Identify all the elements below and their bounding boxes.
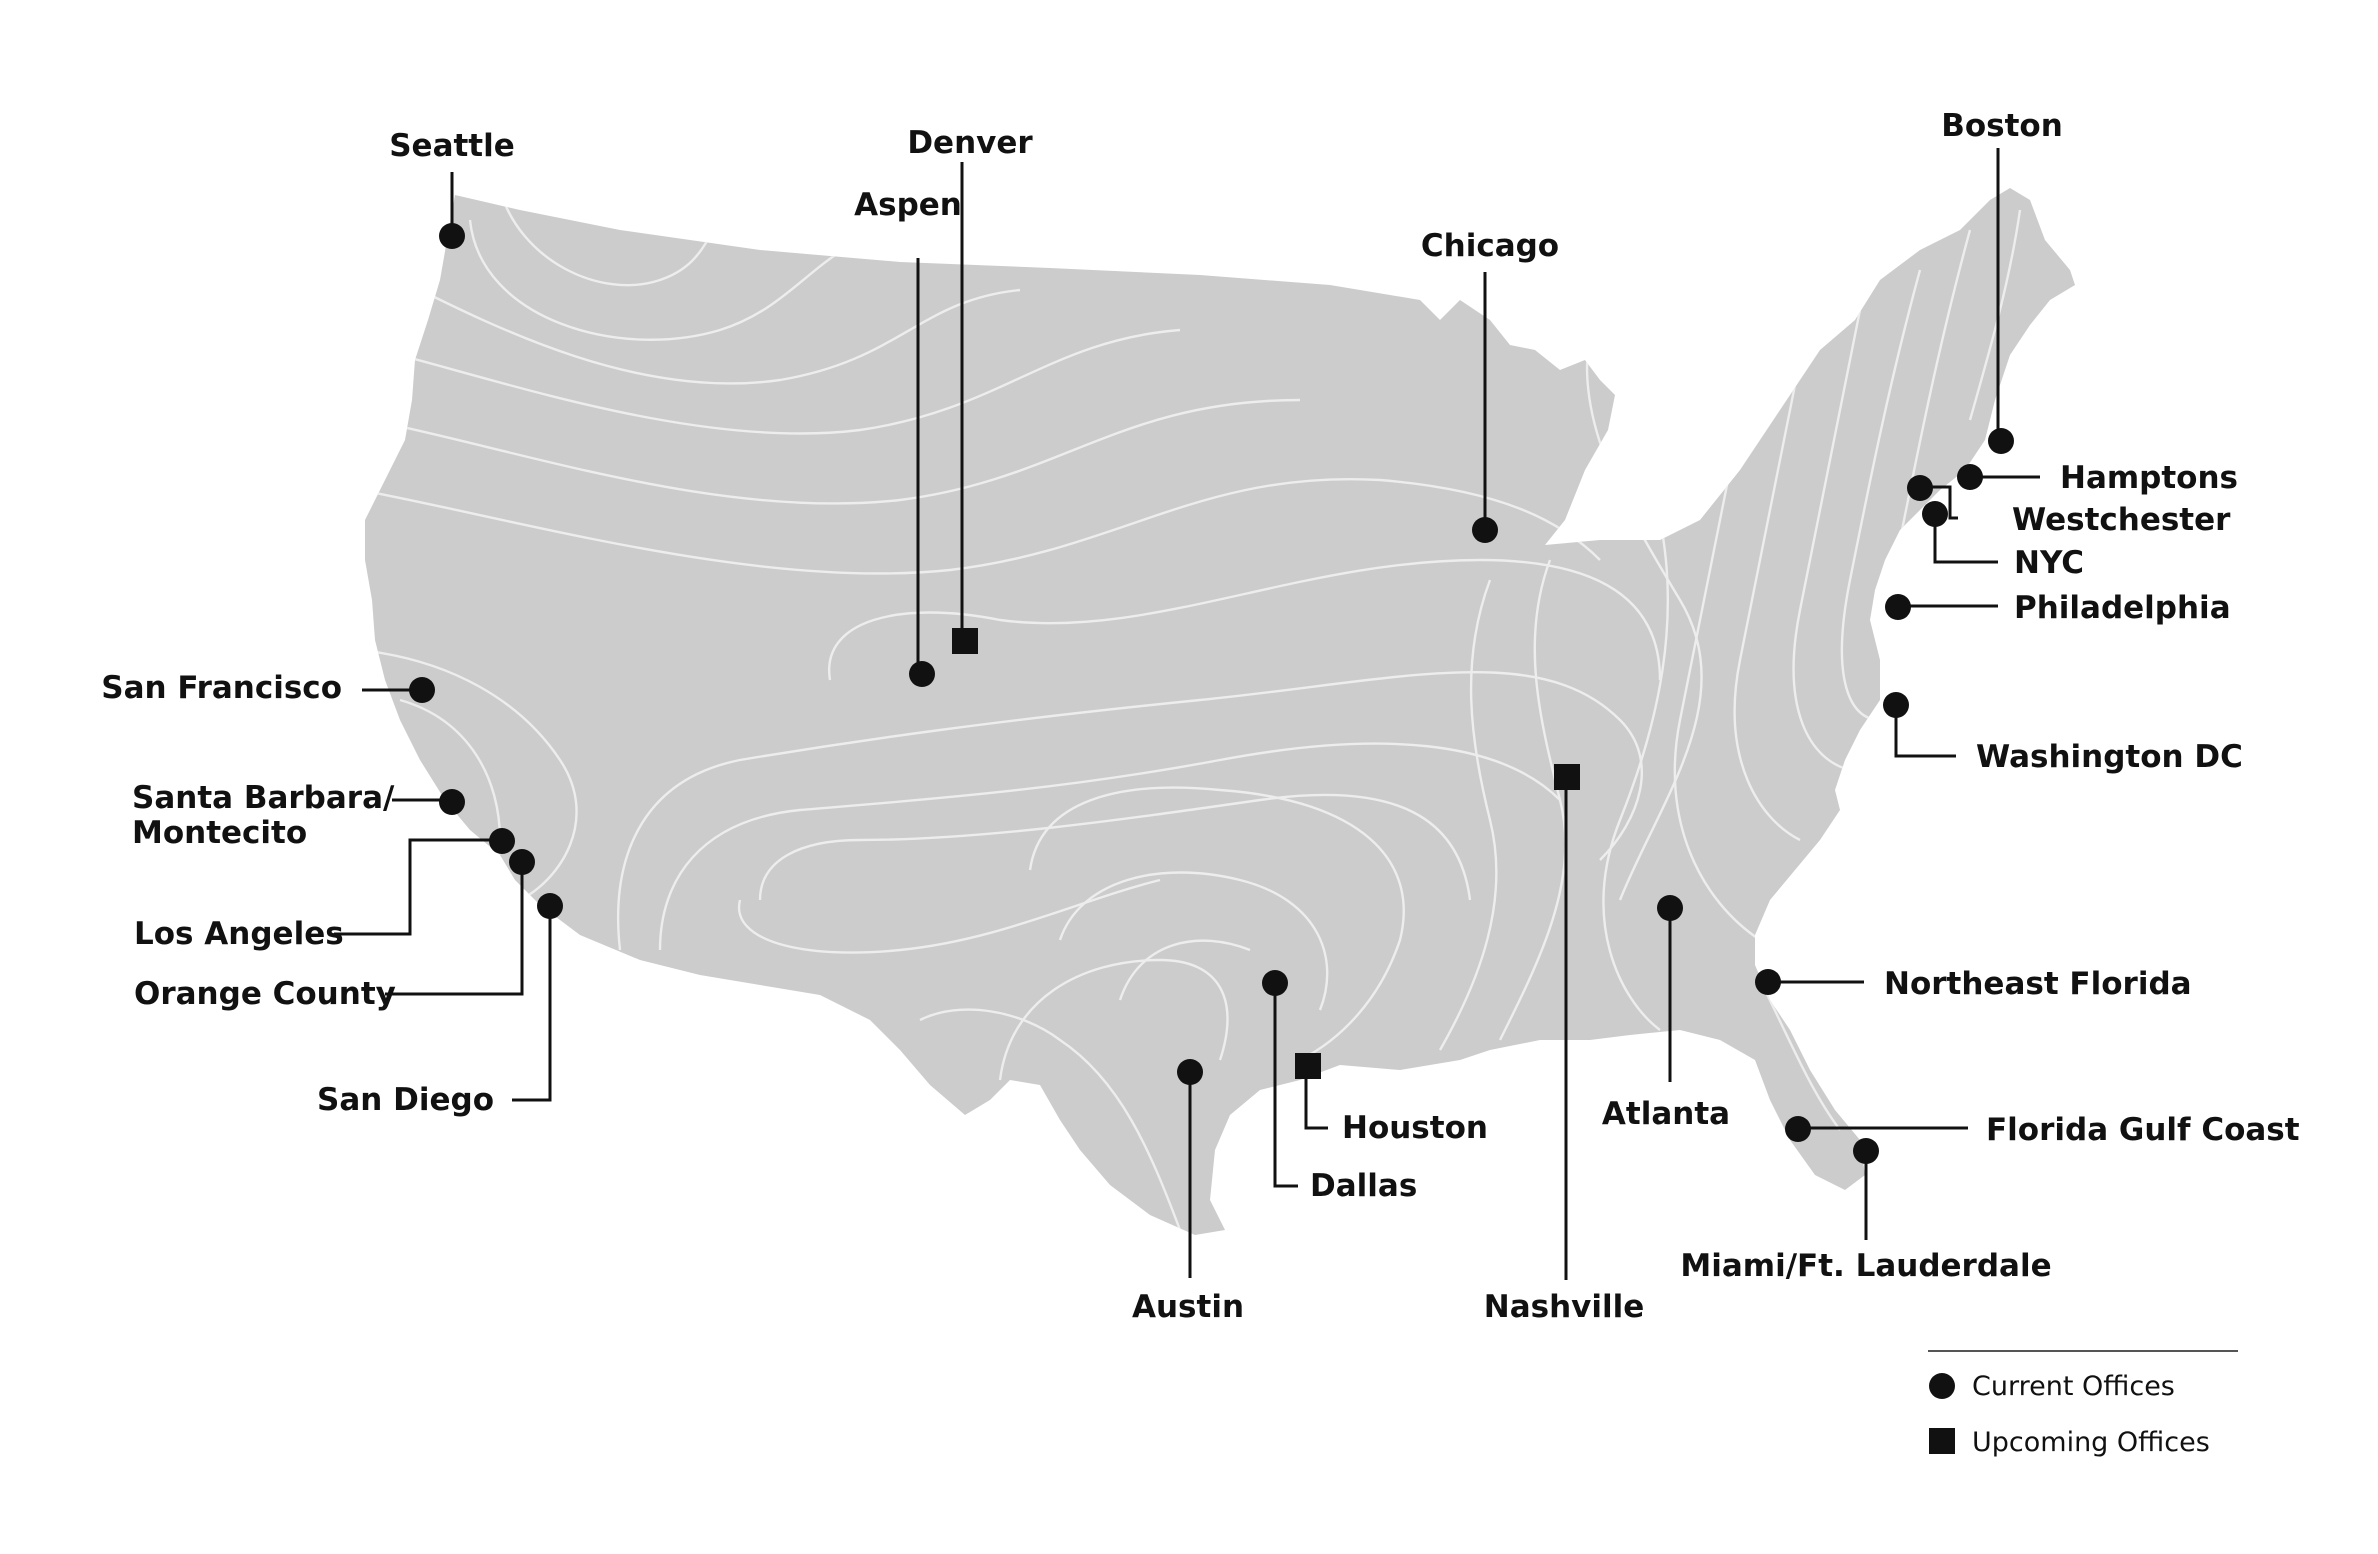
us-landmass [365, 188, 2075, 1235]
marker-los-angeles [489, 828, 515, 854]
legend: Current Offices Upcoming Offices [1928, 1350, 2238, 1458]
marker-aspen [909, 661, 935, 687]
label-washington-dc: Washington DC [1976, 739, 2243, 775]
label-santa-barbara: Santa Barbara/ [132, 780, 395, 816]
marker-philadelphia [1885, 594, 1911, 620]
marker-nyc [1922, 501, 1948, 527]
marker-atlanta [1657, 895, 1683, 921]
label-philadelphia: Philadelphia [2014, 590, 2231, 626]
marker-nashville [1554, 764, 1580, 790]
label-san-diego: San Diego [317, 1082, 494, 1118]
marker-houston [1295, 1053, 1321, 1079]
label-westchester: Westchester [2012, 502, 2231, 538]
marker-northeast-florida [1755, 969, 1781, 995]
label-dallas: Dallas [1310, 1168, 1417, 1204]
legend-upcoming-marker [1929, 1428, 1955, 1454]
marker-florida-gulf-coast [1785, 1116, 1811, 1142]
marker-westchester [1907, 475, 1933, 501]
marker-hamptons [1957, 464, 1983, 490]
marker-san-francisco [409, 677, 435, 703]
office-markers [409, 223, 2014, 1164]
marker-orange-county [509, 849, 535, 875]
marker-santa-barbara [439, 789, 465, 815]
label-boston: Boston [1941, 108, 2063, 144]
legend-current-label: Current Offices [1972, 1371, 2175, 1402]
label-austin: Austin [1132, 1289, 1244, 1325]
label-houston: Houston [1342, 1110, 1488, 1146]
marker-washington-dc [1883, 692, 1909, 718]
legend-current-marker [1929, 1373, 1955, 1399]
marker-chicago [1472, 517, 1498, 543]
label-atlanta: Atlanta [1602, 1096, 1730, 1132]
label-nashville: Nashville [1484, 1289, 1645, 1325]
marker-dallas [1262, 970, 1288, 996]
label-aspen: Aspen [854, 187, 962, 223]
contour-lines [365, 189, 2022, 1231]
label-chicago: Chicago [1421, 228, 1559, 264]
marker-austin [1177, 1059, 1203, 1085]
label-nyc: NYC [2014, 545, 2084, 581]
label-miami: Miami/Ft. Lauderdale [1680, 1248, 2051, 1284]
label-los-angeles: Los Angeles [134, 916, 344, 952]
label-hamptons: Hamptons [2060, 460, 2238, 496]
label-denver: Denver [907, 125, 1033, 161]
label-northeast-florida: Northeast Florida [1884, 966, 2192, 1002]
marker-san-diego [537, 893, 563, 919]
label-san-francisco: San Francisco [101, 670, 342, 706]
label-montecito: Montecito [132, 815, 307, 851]
leader-lines [334, 148, 2040, 1280]
marker-seattle [439, 223, 465, 249]
label-orange-county: Orange County [134, 976, 396, 1012]
office-labels: Seattle Aspen Denver Chicago Boston Hamp… [101, 108, 2299, 1325]
legend-upcoming-label: Upcoming Offices [1972, 1427, 2210, 1458]
label-florida-gulf-coast: Florida Gulf Coast [1986, 1112, 2300, 1148]
marker-boston [1988, 428, 2014, 454]
marker-miami [1853, 1138, 1879, 1164]
marker-denver [952, 628, 978, 654]
label-seattle: Seattle [389, 128, 515, 164]
